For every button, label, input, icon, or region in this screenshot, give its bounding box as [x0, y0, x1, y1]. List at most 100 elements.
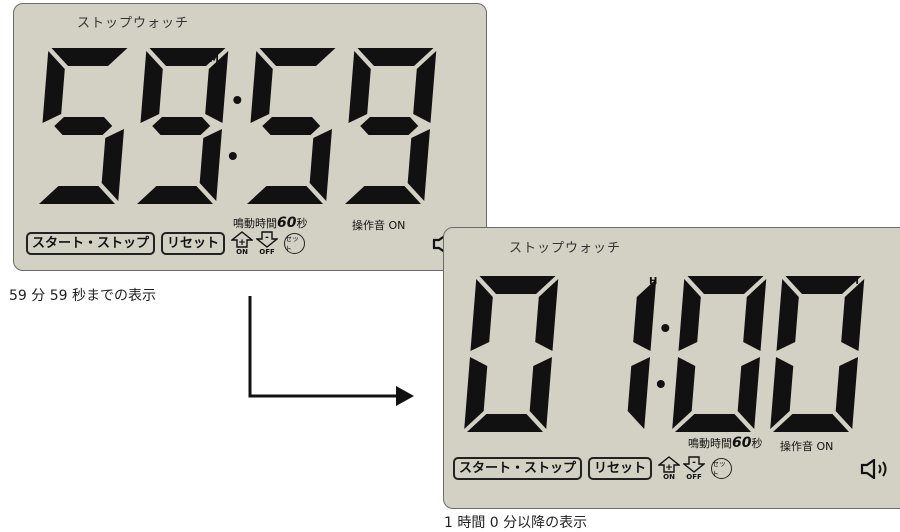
- lcd-digit: [464, 276, 559, 432]
- up-arrow-icon: +: [658, 456, 681, 473]
- alarm-duration-suffix: 秒: [296, 217, 308, 230]
- lcd-segment: [262, 117, 321, 135]
- lcd-segment: [479, 276, 556, 294]
- stopwatch-display-minutes-seconds: ストップウォッチ M S 鳴動時間60秒 操作音 ON スタート・ストップ リセ…: [13, 3, 487, 271]
- svg-text:-: -: [692, 458, 696, 468]
- lcd-segment: [464, 357, 488, 429]
- alarm-duration-indicator: 鳴動時間60秒: [233, 215, 307, 231]
- lcd-segment: [529, 357, 552, 429]
- up-button-label: ON: [236, 248, 248, 256]
- display-title: ストップウォッチ: [509, 241, 622, 256]
- lcd-segment: [101, 129, 124, 201]
- lcd-digit: [137, 48, 229, 204]
- down-arrow-icon: -: [683, 456, 706, 473]
- lcd-segment: [54, 117, 113, 135]
- lcd-segment: [250, 51, 273, 123]
- lcd-segment: [743, 279, 767, 351]
- lcd-segment: [678, 279, 701, 351]
- alarm-duration-value: 60: [277, 215, 297, 231]
- lcd-segment: [259, 48, 336, 66]
- lcd-segment: [360, 117, 419, 135]
- up-button[interactable]: + ON: [658, 456, 681, 481]
- lcd-segment: [407, 129, 430, 201]
- stopwatch-display-hours-minutes: ストップウォッチ H M 鳴動時間60秒 操作音 ON スタート・ストップ リセ…: [443, 227, 900, 509]
- lcd-segment: [345, 186, 421, 204]
- lcd-segment: [633, 279, 657, 351]
- hours-unit-label: H: [649, 276, 658, 287]
- lcd-segment: [535, 279, 559, 351]
- down-button-label: OFF: [686, 473, 702, 481]
- lcd-segment: [309, 129, 332, 201]
- lcd-segment: [672, 357, 696, 429]
- lcd-segment: [773, 414, 849, 432]
- lcd-digit: [39, 48, 128, 204]
- lcd-segment: [247, 186, 323, 204]
- lcd-segment: [199, 129, 222, 201]
- minutes-unit-label: M: [209, 54, 219, 65]
- alarm-duration-indicator: 鳴動時間60秒: [688, 435, 762, 451]
- lcd-segment: [140, 51, 163, 123]
- operation-sound-indicator: 操作音 ON: [780, 440, 834, 453]
- control-row: スタート・ストップ リセット + ON - OFF セット: [453, 456, 733, 481]
- seconds-unit-label: S: [415, 50, 423, 61]
- down-button-label: OFF: [259, 248, 275, 256]
- lcd-segment: [42, 51, 65, 123]
- lcd-digit: [345, 48, 437, 204]
- lcd-segment: [39, 186, 115, 204]
- lcd-segment: [467, 414, 543, 432]
- reset-button[interactable]: リセット: [161, 232, 226, 255]
- down-button[interactable]: - OFF: [683, 456, 706, 481]
- lcd-segment: [137, 186, 213, 204]
- lcd-segment: [737, 357, 760, 429]
- lcd-digit: [627, 279, 657, 429]
- svg-text:-: -: [265, 233, 269, 243]
- lcd-segment: [348, 51, 371, 123]
- alarm-duration-value: 60: [732, 435, 752, 451]
- up-button-label: ON: [663, 473, 675, 481]
- display-title: ストップウォッチ: [77, 16, 190, 31]
- start-stop-button[interactable]: スタート・ストップ: [453, 457, 583, 480]
- lcd-segment: [413, 51, 437, 123]
- lcd-segment: [357, 48, 434, 66]
- lcd-segment: [841, 279, 865, 351]
- down-arrow-icon: -: [256, 231, 279, 248]
- set-button[interactable]: セット: [284, 233, 306, 254]
- colon-dot: [661, 324, 670, 332]
- lcd-segment: [470, 279, 493, 351]
- caption-hours-minutes: 1 時間 0 分以降の表示: [444, 515, 588, 531]
- caption-minutes-seconds: 59 分 59 秒までの表示: [9, 288, 156, 304]
- lcd-segment: [205, 51, 229, 123]
- reset-button[interactable]: リセット: [588, 457, 653, 480]
- minutes-unit-label: M: [849, 276, 859, 287]
- lcd-digit: [247, 48, 336, 204]
- colon-dot: [228, 152, 237, 160]
- operation-sound-indicator: 操作音 ON: [352, 219, 406, 232]
- lcd-segment: [835, 357, 858, 429]
- lcd-segment: [51, 48, 128, 66]
- lcd-segment: [776, 279, 799, 351]
- lcd-segment: [675, 414, 751, 432]
- lcd-digits: [39, 48, 437, 204]
- start-stop-button[interactable]: スタート・ストップ: [26, 232, 156, 255]
- set-button[interactable]: セット: [711, 458, 733, 479]
- control-row: スタート・ストップ リセット + ON - OFF セット: [26, 231, 306, 256]
- lcd-digits: [464, 276, 865, 432]
- alarm-duration-prefix: 鳴動時間: [233, 217, 277, 230]
- lcd-segment: [770, 357, 794, 429]
- down-button[interactable]: - OFF: [256, 231, 279, 256]
- speaker-icon: [860, 459, 887, 479]
- lcd-segment: [152, 117, 211, 135]
- lcd-segment: [149, 48, 226, 66]
- alarm-duration-prefix: 鳴動時間: [688, 437, 732, 450]
- svg-text:+: +: [238, 238, 246, 248]
- lcd-digit: [672, 276, 767, 432]
- alarm-duration-suffix: 秒: [751, 437, 763, 450]
- svg-text:+: +: [665, 463, 673, 473]
- lcd-segment: [687, 276, 764, 294]
- lcd-digit: [770, 276, 865, 432]
- lcd-segment: [627, 357, 650, 429]
- up-button[interactable]: + ON: [231, 231, 254, 256]
- colon-dot: [233, 96, 242, 104]
- colon-dot: [656, 380, 665, 388]
